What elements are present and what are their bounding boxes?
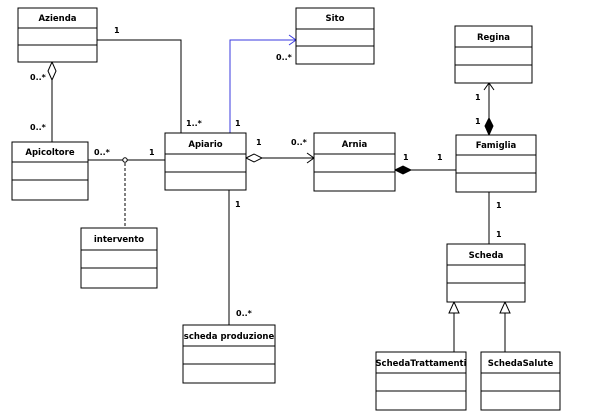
- class-scheda-salute-name: SchedaSalute: [488, 359, 554, 369]
- mult-arnia-famiglia-arnia: 1: [403, 153, 409, 162]
- class-famiglia-name: Famiglia: [476, 141, 517, 151]
- generalization-arrow-trattamenti: [448, 300, 460, 314]
- generalization-arrow-salute: [499, 300, 511, 314]
- class-scheda-trattamenti-name: SchedaTrattamenti: [375, 359, 466, 369]
- class-intervento[interactable]: intervento: [80, 227, 158, 289]
- composition-diamond-arnia: [393, 165, 413, 175]
- aggregation-diamond-apiario: [244, 153, 264, 163]
- mult-azienda-apiario-apiario: 1..*: [186, 119, 203, 128]
- mult-famiglia-scheda-scheda: 1: [496, 230, 502, 239]
- assoc-class-anchor: [122, 157, 128, 163]
- class-apicoltore-name: Apicoltore: [25, 148, 74, 158]
- class-apicoltore[interactable]: Apicoltore: [11, 141, 89, 201]
- class-regina-name: Regina: [477, 33, 510, 43]
- class-azienda[interactable]: Azienda: [17, 7, 98, 63]
- class-scheda-produzione-name: scheda produzione: [184, 332, 275, 342]
- mult-azienda-apicoltore-azienda: 0..*: [30, 73, 47, 82]
- mult-famiglia-regina-famiglia: 1: [475, 117, 481, 126]
- class-intervento-name: intervento: [94, 235, 144, 245]
- mult-apiario-sito-sito: 0..*: [276, 53, 293, 62]
- mult-famiglia-scheda-famiglia: 1: [496, 201, 502, 210]
- class-sito-name: Sito: [326, 14, 345, 24]
- edge-azienda-apiario: [97, 39, 182, 133]
- mult-apicoltore-apiario-apiario: 1: [149, 148, 155, 157]
- mult-apicoltore-apiario-apicoltore: 0..*: [94, 148, 111, 157]
- mult-apiario-arnia-arnia: 0..*: [291, 138, 308, 147]
- class-regina[interactable]: Regina: [454, 25, 533, 84]
- mult-apiario-produzione-produzione: 0..*: [236, 309, 253, 318]
- class-apiario-name: Apiario: [188, 140, 222, 150]
- class-arnia-name: Arnia: [342, 140, 368, 150]
- class-scheda[interactable]: Scheda: [446, 243, 526, 303]
- mult-arnia-famiglia-famiglia: 1: [437, 153, 443, 162]
- class-scheda-name: Scheda: [469, 251, 504, 261]
- mult-famiglia-regina-regina: 1: [475, 93, 481, 102]
- class-scheda-produzione[interactable]: scheda produzione: [182, 324, 276, 384]
- composition-diamond-famiglia: [484, 116, 494, 137]
- class-arnia[interactable]: Arnia: [313, 132, 396, 192]
- mult-azienda-apicoltore-apicoltore: 0..*: [30, 123, 47, 132]
- mult-apiario-sito-apiario: 1: [235, 119, 241, 128]
- class-sito[interactable]: Sito: [295, 7, 375, 65]
- aggregation-diamond-azienda: [47, 60, 57, 82]
- edge-apiario-sito: [229, 39, 296, 133]
- mult-azienda-apiario-azienda: 1: [114, 26, 120, 35]
- class-famiglia[interactable]: Famiglia: [455, 134, 537, 193]
- class-azienda-name: Azienda: [38, 14, 76, 24]
- mult-apiario-arnia-apiario: 1: [256, 138, 262, 147]
- class-scheda-salute[interactable]: SchedaSalute: [480, 351, 561, 411]
- class-apiario[interactable]: Apiario: [164, 132, 247, 191]
- class-scheda-trattamenti[interactable]: SchedaTrattamenti: [375, 351, 467, 411]
- mult-apiario-produzione-apiario: 1: [235, 200, 241, 209]
